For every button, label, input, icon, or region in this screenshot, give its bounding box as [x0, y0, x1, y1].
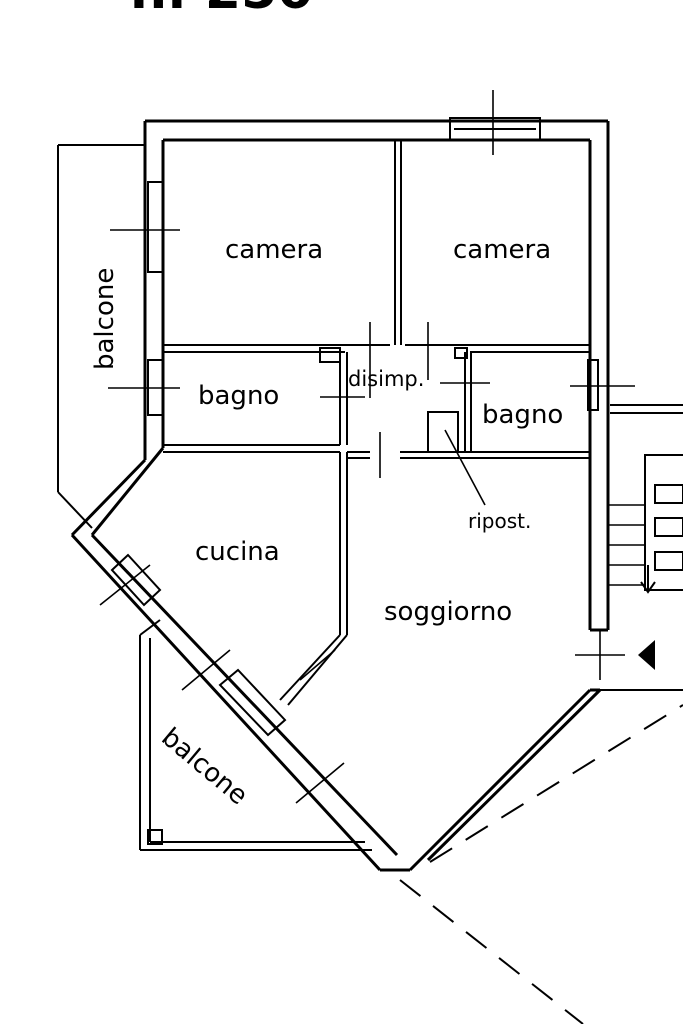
label-balcone-left: balcone	[90, 268, 120, 370]
stairs	[600, 404, 683, 691]
label-bagno-left: bagno	[198, 381, 279, 411]
diagonal-windows	[110, 553, 287, 737]
balcony-left	[57, 144, 145, 529]
balcony-bottom	[139, 619, 372, 851]
entrance-arrow-icon	[638, 640, 655, 670]
header-text: n. 250	[130, 0, 313, 21]
top-window	[449, 90, 541, 155]
label-disimp: disimp.	[348, 367, 424, 391]
door-marks	[99, 229, 635, 804]
interior-walls	[163, 140, 590, 706]
label-camera-left: camera	[225, 235, 323, 265]
label-soggiorno: soggiorno	[384, 597, 512, 627]
label-camera-right: camera	[453, 235, 551, 265]
label-ripost: ripost.	[468, 509, 531, 533]
wall-notches	[147, 181, 599, 416]
dashed-line	[399, 704, 683, 1024]
outer-walls	[70, 119, 610, 872]
label-bagno-right: bagno	[482, 400, 563, 430]
label-cucina: cucina	[195, 537, 280, 567]
label-balcone-bottom: balcone	[156, 722, 254, 811]
